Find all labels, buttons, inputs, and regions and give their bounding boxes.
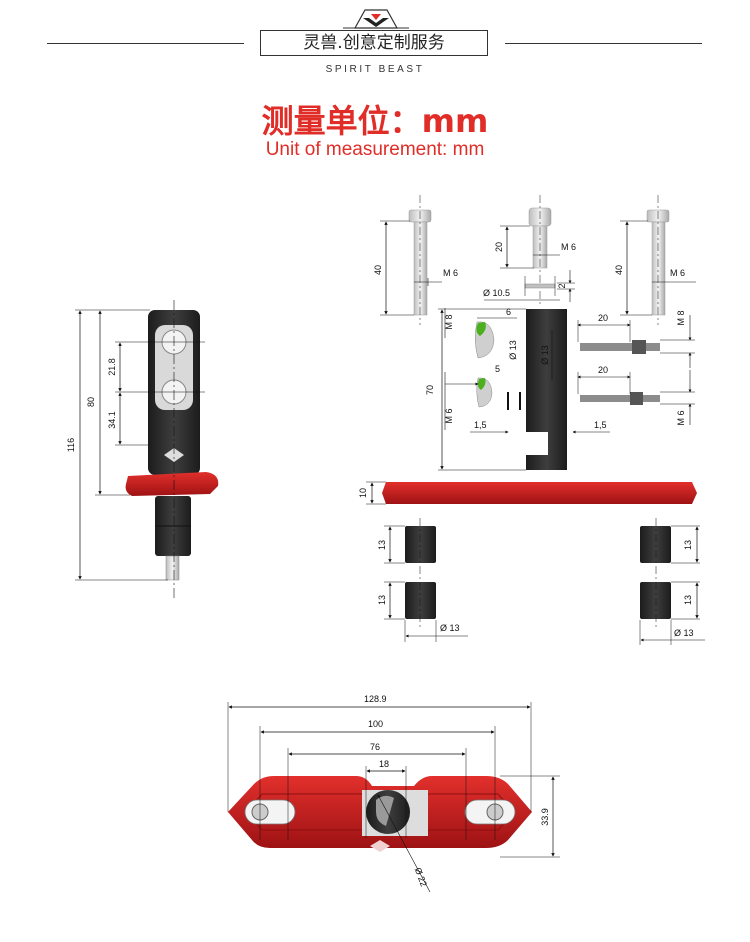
brand-subtitle: SPIRIT BEAST xyxy=(325,64,425,75)
dim-bolt-center-length: 20 xyxy=(494,242,504,252)
dim-spacer-left-top: 13 xyxy=(377,540,387,550)
dim-bolt-right-length: 40 xyxy=(614,265,624,275)
dim-gap-right: 1,5 xyxy=(594,420,607,430)
spacer-left-top xyxy=(405,526,436,563)
dim-pin-lower-length: 20 xyxy=(598,365,608,375)
dim-body-diameter: Ø 13 xyxy=(540,345,550,365)
dim-top-slots: 76 xyxy=(370,742,380,752)
dim-side-body: 80 xyxy=(86,397,96,407)
dim-pin-upper-thread: M 8 xyxy=(676,310,686,325)
dim-pin-upper-length: 20 xyxy=(598,313,608,323)
dim-spacer-left-bottom: 13 xyxy=(377,595,387,605)
top-logo-mark xyxy=(370,840,390,852)
dim-gap-left: 1,5 xyxy=(474,420,487,430)
dim-top-bore: Ø 22 xyxy=(413,866,429,888)
spirit-beast-logo-icon xyxy=(343,9,409,29)
clamp-bar xyxy=(382,482,697,504)
spacer-left-bottom xyxy=(405,582,436,619)
side-clamp xyxy=(125,472,219,496)
dim-eccentric-thread-top: M 8 xyxy=(444,314,454,329)
spacer-right-top xyxy=(640,526,671,563)
top-view: 128.9 100 76 18 33.9 Ø 22 xyxy=(227,694,560,893)
dim-spacer-left-diameter: Ø 13 xyxy=(440,623,460,633)
header-rule-right xyxy=(505,43,702,44)
dim-bolt-left-length: 40 xyxy=(373,265,383,275)
dim-side-hole: 21.8 xyxy=(107,358,117,376)
unit-title: 测量单位：mm xyxy=(261,102,489,140)
dim-side-lower: 34.1 xyxy=(107,411,117,429)
dim-side-total: 116 xyxy=(66,438,76,452)
spacer-right-bottom xyxy=(640,582,671,619)
side-bolt xyxy=(165,555,180,581)
dim-bolt-left-thread: M 6 xyxy=(443,268,458,278)
side-logo-mark xyxy=(164,448,184,462)
dim-top-holes: 100 xyxy=(368,719,383,729)
dim-eccentric-thread-bottom: M 6 xyxy=(444,408,454,423)
dim-bolt-center-thread: M 6 xyxy=(561,242,576,252)
dim-spacer-right-bottom: 13 xyxy=(683,595,693,605)
dim-spacer-right-diameter: Ø 13 xyxy=(674,628,694,638)
pin-lower xyxy=(580,395,660,402)
side-view: 116 80 21.8 34.1 xyxy=(66,300,219,598)
dim-spacer-right-top: 13 xyxy=(683,540,693,550)
dim-top-depth: 33.9 xyxy=(540,808,550,826)
brand-name: 灵兽.创意定制服务 xyxy=(260,30,488,56)
dim-top-center: 18 xyxy=(379,759,389,769)
dim-pin-lower-thread: M 6 xyxy=(676,410,686,425)
header-rule-left xyxy=(47,43,244,44)
dim-eccentric-width-bottom: 5 xyxy=(495,364,500,374)
dim-body-height: 70 xyxy=(425,385,435,395)
dim-washer-thickness: 2 xyxy=(557,283,567,288)
washer xyxy=(524,283,556,289)
unit-subtitle: Unit of measurement: mm xyxy=(265,139,485,160)
pin-upper xyxy=(580,343,660,351)
dim-bar-thickness: 10 xyxy=(358,488,368,498)
dim-bolt-right-thread: M 6 xyxy=(670,268,685,278)
exploded-view: 40 M 6 20 M 6 Ø 10.5 2 xyxy=(358,195,705,645)
clamp-body xyxy=(526,309,567,470)
dim-eccentric-diameter: Ø 13 xyxy=(508,340,518,360)
dim-eccentric-width-top: 6 xyxy=(506,307,511,317)
dim-washer-diameter: Ø 10.5 xyxy=(483,288,510,298)
bolt-left-shaft xyxy=(413,221,428,316)
dim-top-overall: 128.9 xyxy=(364,694,387,704)
bolt-right-shaft xyxy=(651,221,666,316)
